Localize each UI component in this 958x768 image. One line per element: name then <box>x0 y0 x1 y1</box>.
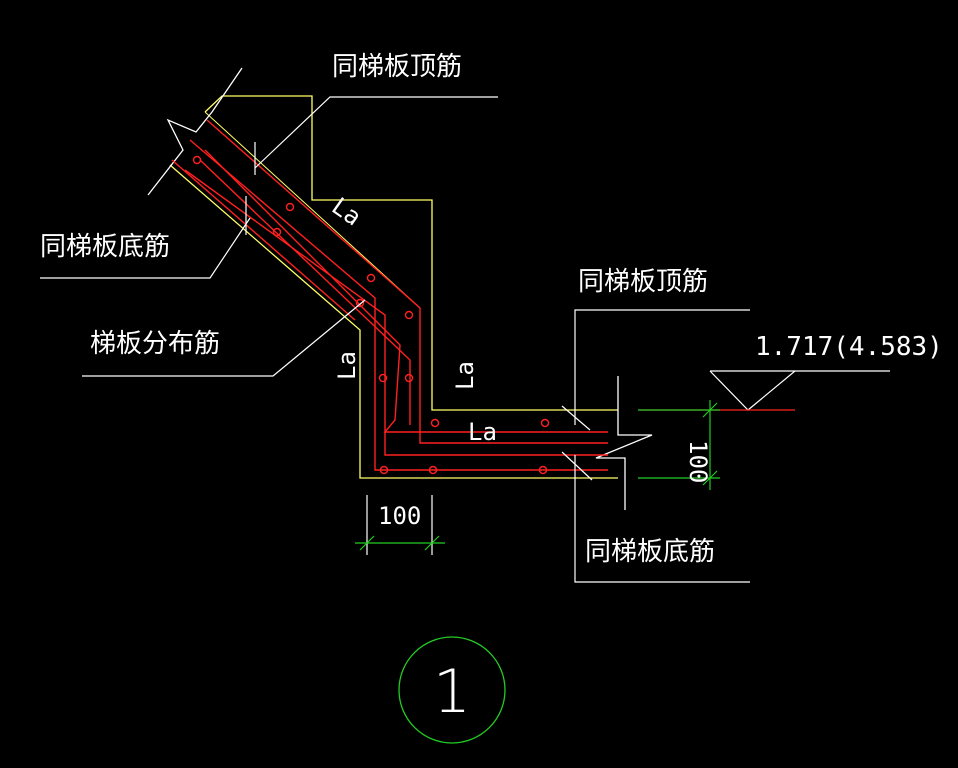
elevation-marker <box>640 370 890 411</box>
label-bottom-rebar-upper: 同梯板底筋 <box>40 232 170 262</box>
elevation-value: 1.717(4.583) <box>755 332 943 362</box>
label-top-rebar-lower: 同梯板顶筋 <box>578 267 708 297</box>
leader-lines <box>40 96 750 583</box>
la-vertical-right: La <box>451 361 479 390</box>
label-distribution-rebar: 梯板分布筋 <box>90 329 220 359</box>
la-horizontal: La <box>468 418 497 446</box>
dimension-height: 100 <box>684 440 712 483</box>
label-top-rebar-upper: 同梯板顶筋 <box>332 52 462 82</box>
label-bottom-rebar-lower: 同梯板底筋 <box>585 537 715 567</box>
rebar-dots <box>192 155 550 475</box>
la-diagonal: La <box>327 192 367 232</box>
rebar-lines <box>171 119 608 471</box>
detail-number-circle <box>398 636 506 744</box>
break-symbol <box>147 67 653 510</box>
concrete-outline <box>169 95 618 479</box>
dimension-width: 100 <box>378 502 421 530</box>
la-vertical-left: La <box>333 351 361 380</box>
detail-number: 1 <box>433 657 471 727</box>
dimension-lines <box>355 400 720 555</box>
